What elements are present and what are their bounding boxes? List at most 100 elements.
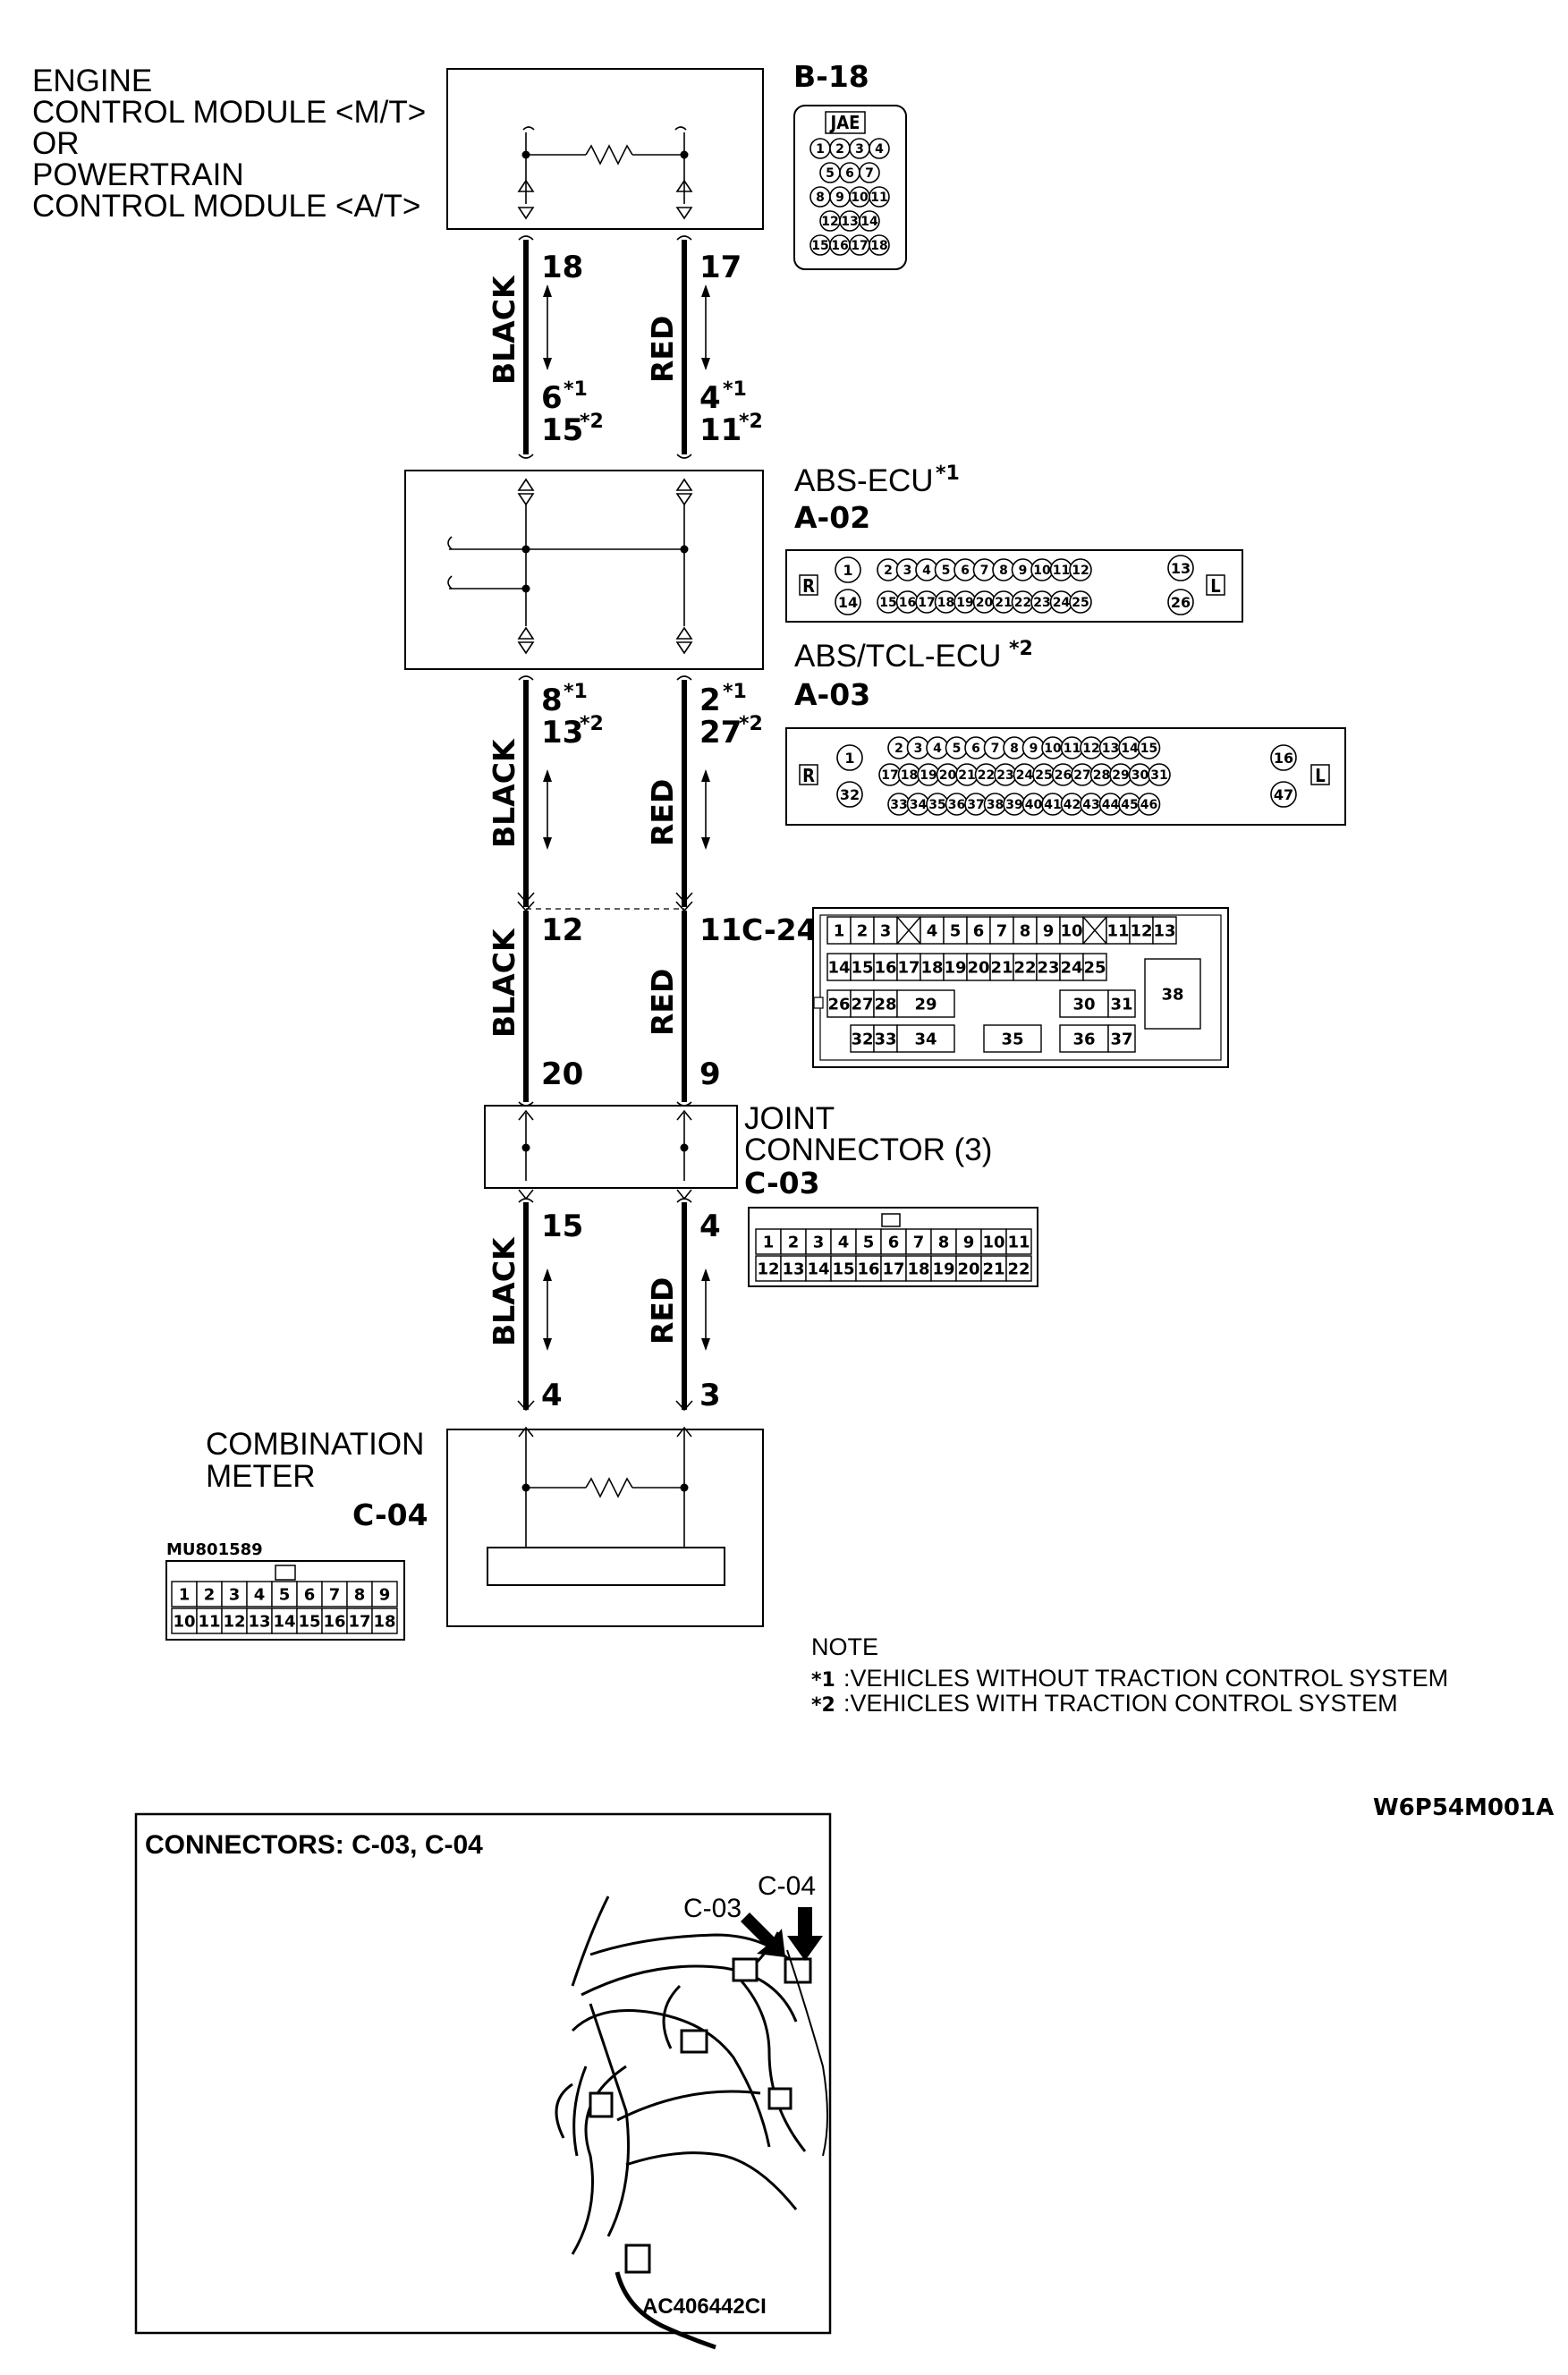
connector-pin-label: 17 bbox=[918, 596, 935, 610]
connector-a02: R L 114215316417518619720821922102311241… bbox=[785, 549, 1243, 623]
connector-pin-label: 24 bbox=[1053, 596, 1071, 610]
connector-pin: 21 bbox=[980, 1255, 1007, 1282]
connector-pin-label: 12 bbox=[821, 215, 838, 229]
connector-pin: 11 bbox=[869, 186, 890, 208]
signal-arrow bbox=[543, 769, 552, 850]
connector-pin-label: 36 bbox=[948, 798, 965, 812]
note-mark: *1 bbox=[723, 378, 747, 401]
connector-pin: 19 bbox=[943, 953, 968, 981]
connector-pin-label: 17 bbox=[897, 958, 920, 977]
connector-pin-label: 7 bbox=[913, 1233, 925, 1251]
connector-pin: 6 bbox=[839, 162, 860, 183]
connector-pin: 7 bbox=[859, 162, 880, 183]
pin-number: 4 bbox=[699, 380, 721, 416]
connector-pin-label: 12 bbox=[1082, 742, 1099, 756]
connector-pin: 25 bbox=[1069, 590, 1092, 614]
connector-pin-label: 46 bbox=[1140, 798, 1157, 812]
connector-pin: 14 bbox=[271, 1607, 298, 1634]
connector-pin-label: 15 bbox=[879, 596, 896, 610]
connector-pin: 2 bbox=[850, 916, 875, 945]
connector-pin: 23 bbox=[1030, 590, 1054, 614]
inset-title: CONNECTORS: C-03, C-04 bbox=[145, 1830, 483, 1860]
connector-location-inset: CONNECTORS: C-03, C-04 C-03 C-04 bbox=[134, 1812, 832, 2350]
connector-pin: 28 bbox=[1089, 763, 1114, 786]
connector-pin: 33 bbox=[887, 793, 911, 816]
connector-pin: 22 bbox=[1005, 1255, 1032, 1282]
connector-pin: 17 bbox=[346, 1607, 373, 1634]
connector-pin-label: 22 bbox=[1007, 1260, 1030, 1278]
connector-pin-label: 21 bbox=[958, 768, 975, 783]
connector-pin: 9 bbox=[1036, 916, 1061, 945]
connector-pin-label: 45 bbox=[1121, 798, 1138, 812]
connector-pin-label: 1 bbox=[179, 1585, 191, 1604]
connector-pin: 36 bbox=[945, 793, 969, 816]
connector-pin: 45 bbox=[1118, 793, 1141, 816]
connector-pin: 42 bbox=[1060, 793, 1084, 816]
connector-pin-label: 47 bbox=[1274, 786, 1293, 803]
connector-pin: 23 bbox=[1036, 953, 1061, 981]
wire-left-joint-meter bbox=[517, 1198, 535, 1412]
connector-pin-label: 9 bbox=[1043, 921, 1055, 940]
connector-pin-label: 33 bbox=[890, 798, 907, 812]
connector-pin: 11 bbox=[1049, 558, 1073, 581]
connector-pin-label: 6 bbox=[845, 166, 854, 181]
pin-number: 8 bbox=[541, 683, 563, 718]
connector-pin: 17 bbox=[915, 590, 938, 614]
connector-pin-label: 10 bbox=[1044, 742, 1062, 756]
connector-pin-label: 19 bbox=[944, 958, 966, 977]
note-text: :VEHICLES WITH TRACTION CONTROL SYSTEM bbox=[843, 1690, 1398, 1717]
connector-pin-label: 13 bbox=[1153, 921, 1175, 940]
connector-pin: 10 bbox=[849, 186, 870, 208]
ecm-box bbox=[446, 68, 764, 230]
connector-pin: 23 bbox=[994, 763, 1017, 786]
connector-pin-label: 18 bbox=[920, 958, 943, 977]
connector-pin-label: 18 bbox=[907, 1260, 929, 1278]
connector-pin-label: 12 bbox=[757, 1260, 779, 1278]
connector-pin-label: 2 bbox=[857, 921, 869, 940]
connector-pin-label: 8 bbox=[354, 1585, 366, 1604]
connector-pin: 28 bbox=[873, 989, 898, 1018]
connector-marker: R bbox=[802, 765, 815, 786]
connector-pin-label: 19 bbox=[920, 768, 937, 783]
wire-color-label: BLACK bbox=[487, 738, 521, 848]
connector-pin: 29 bbox=[896, 989, 955, 1018]
connector-pin: 32 bbox=[850, 1024, 875, 1053]
connector-pin: 2 bbox=[877, 558, 900, 581]
connector-pin: 29 bbox=[1109, 763, 1132, 786]
connector-pin-label: 2 bbox=[884, 564, 893, 578]
note-mark: *2 bbox=[1009, 638, 1033, 660]
connector-pin: 25 bbox=[1082, 953, 1107, 981]
connector-pin: 46 bbox=[1137, 793, 1161, 816]
connector-pin: 34 bbox=[896, 1024, 955, 1053]
connector-pin: 7 bbox=[321, 1581, 348, 1607]
connector-pin: 24 bbox=[1049, 590, 1073, 614]
wire-color-label: RED bbox=[645, 969, 680, 1036]
pin-number: 15 bbox=[541, 1209, 583, 1244]
connector-pin-label: 9 bbox=[379, 1585, 391, 1604]
connector-pin: 9 bbox=[371, 1581, 398, 1607]
connector-pin-label: 7 bbox=[329, 1585, 341, 1604]
connector-pin-label: 5 bbox=[826, 166, 835, 181]
connector-pin: 6 bbox=[954, 558, 977, 581]
ecm-label-line: ENGINE bbox=[32, 64, 152, 98]
connector-pin-label: 13 bbox=[1171, 560, 1191, 577]
connector-pin: 21 bbox=[955, 763, 979, 786]
connector-pin-label: 7 bbox=[865, 166, 874, 181]
connector-pin: 18 bbox=[371, 1607, 398, 1634]
connector-pin-label: 24 bbox=[1016, 768, 1034, 783]
connector-pin: 15 bbox=[850, 953, 875, 981]
connector-pin-label: 26 bbox=[1171, 594, 1191, 611]
connector-pin-label: 1 bbox=[844, 750, 854, 767]
connector-pin: 41 bbox=[1041, 793, 1064, 816]
connector-pin: 1 bbox=[826, 916, 852, 945]
connector-pin-label: 16 bbox=[857, 1260, 879, 1278]
pin-number: 11 bbox=[699, 412, 742, 448]
abs-ecu-label: ABS-ECU bbox=[794, 463, 934, 498]
connector-pin-label: 16 bbox=[899, 596, 916, 610]
connector-pin-label: 14 bbox=[273, 1612, 295, 1631]
connector-pin-label: 2 bbox=[835, 142, 844, 157]
connector-pin: 27 bbox=[850, 989, 875, 1018]
connector-pin-label: 7 bbox=[980, 564, 989, 578]
